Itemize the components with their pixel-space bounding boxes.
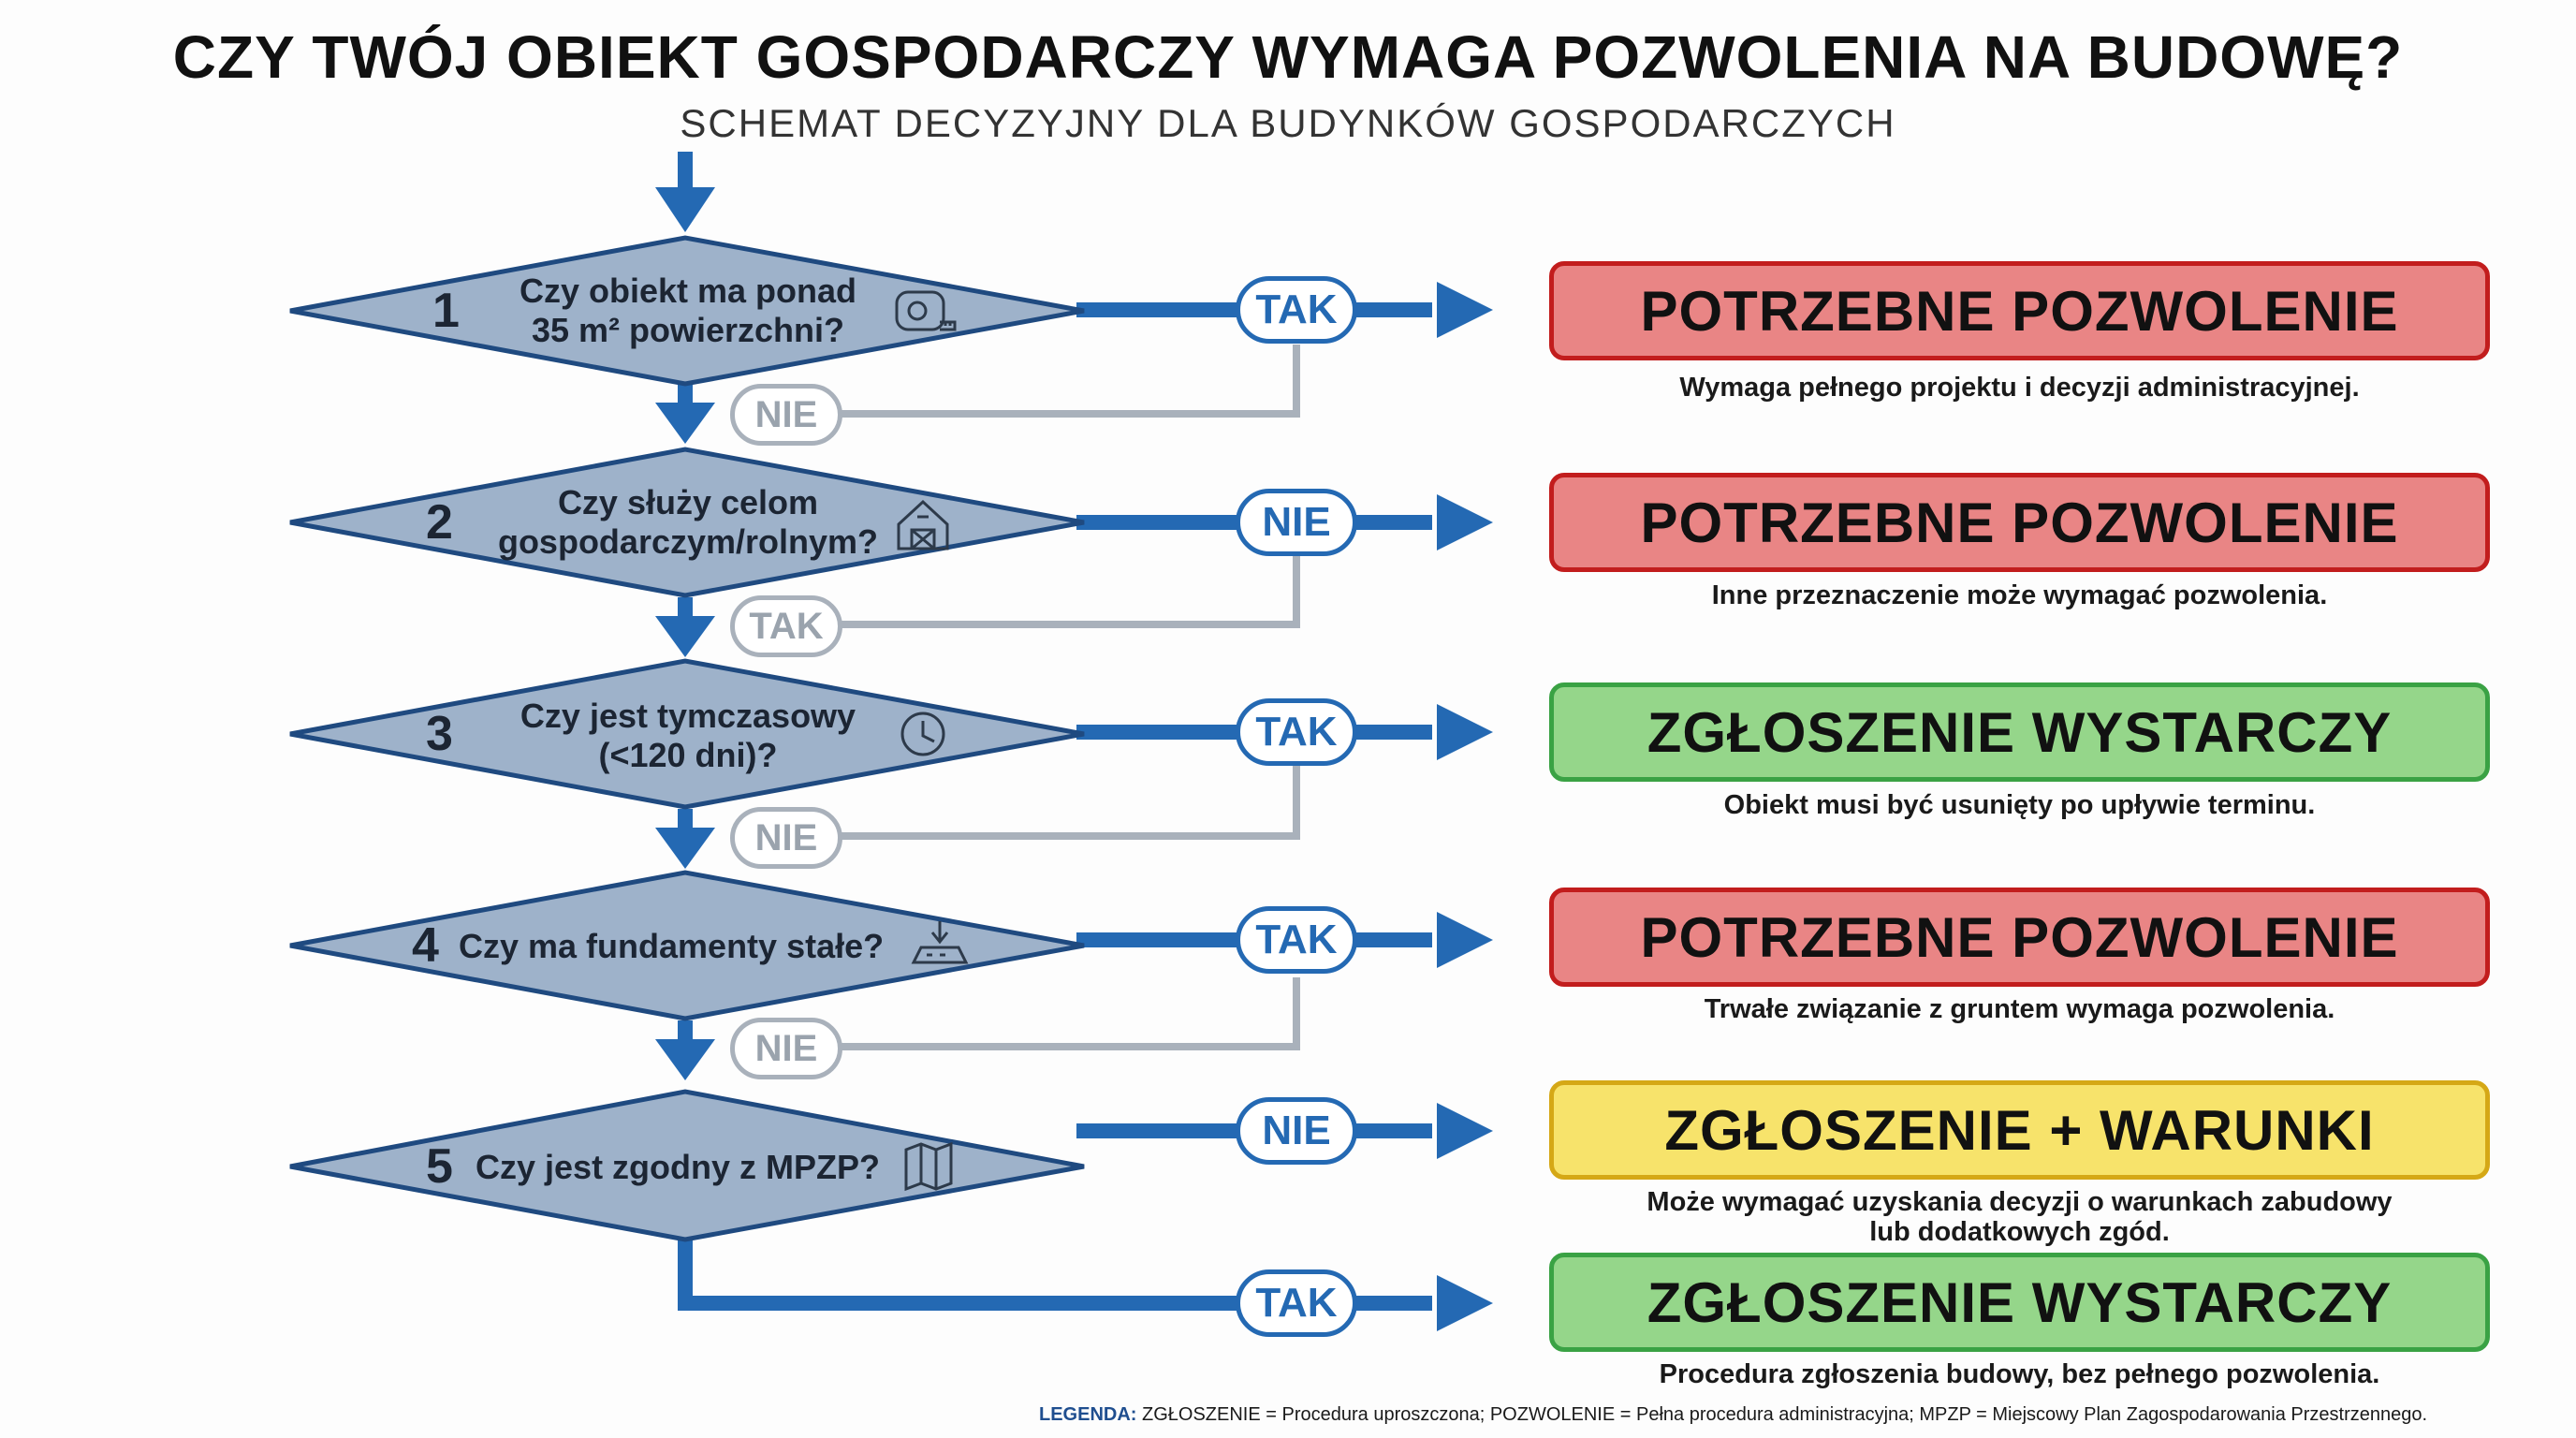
diamond-4 — [289, 870, 1085, 1021]
continue-label-2: TAK — [730, 595, 842, 657]
continue-label-1: NIE — [730, 384, 842, 446]
result-box-1: POTRZEBNE POZWOLENIE — [1549, 261, 2490, 360]
question-2-text: Czy służy celom gospodarczym/rolnym? — [477, 483, 899, 562]
result-desc-1: Wymaga pełnego projektu i decyzji admini… — [1679, 373, 2360, 403]
question-3-number: 3 — [426, 707, 453, 761]
tape-measure-icon — [895, 290, 957, 331]
result-desc-3: Obiekt musi być usunięty po upływie term… — [1723, 790, 2316, 820]
page-subtitle: SCHEMAT DECYZYJNY DLA BUDYNKÓW GOSPODARC… — [680, 101, 1896, 145]
decision-diamonds — [289, 235, 1085, 1242]
map-icon — [904, 1141, 953, 1192]
result-desc-2: Inne przeznaczenie może wymagać pozwolen… — [1711, 580, 2328, 610]
result-desc-5-line-2: lub dodatkowych zgód. — [1869, 1217, 2170, 1247]
barn-icon — [897, 499, 949, 550]
result-desc-5: Może wymagać uzyskania decyzji o warunka… — [1549, 1187, 2490, 1247]
diamond-5 — [289, 1089, 1085, 1242]
question-3-line-1: Czy jest tymczasowy — [520, 697, 856, 735]
legend-label: LEGENDA: — [1039, 1404, 1137, 1425]
branch-label-1: TAK — [1236, 276, 1357, 344]
question-5-text: Czy jest zgodny z MPZP? — [476, 1148, 881, 1186]
question-1-number: 1 — [432, 284, 460, 338]
foundation-icon — [911, 921, 969, 964]
continue-label-3: NIE — [730, 807, 842, 869]
question-2-number: 2 — [426, 495, 453, 550]
branch-label-3: TAK — [1236, 698, 1357, 766]
result-box-5: ZGŁOSZENIE + WARUNKI — [1549, 1080, 2490, 1180]
clock-icon — [900, 712, 945, 756]
grey-connectors — [819, 345, 1300, 1050]
diamond-3 — [289, 658, 1085, 810]
question-5-number: 5 — [426, 1139, 453, 1194]
result-desc-6: Procedura zgłoszenia budowy, bez pełnego… — [1659, 1359, 2380, 1389]
page-title: CZY TWÓJ OBIEKT GOSPODARCZY WYMAGA POZWO… — [172, 23, 2404, 91]
result-desc-5-line-1: Może wymagać uzyskania decyzji o warunka… — [1647, 1187, 2393, 1217]
diamond-1 — [289, 235, 1085, 387]
question-3-line-2: (<120 dni)? — [598, 736, 778, 774]
branch-label-2: NIE — [1236, 489, 1357, 556]
continue-label-4: NIE — [730, 1018, 842, 1079]
result-box-6: ZGŁOSZENIE WYSTARCZY — [1549, 1253, 2490, 1352]
question-1-text: Czy obiekt ma ponad 35 m² powierzchni? — [487, 271, 889, 350]
question-4-text: Czy ma fundamenty stałe? — [459, 927, 885, 965]
question-4-number: 4 — [412, 918, 439, 973]
question-3-text: Czy jest tymczasowy (<120 dni)? — [487, 697, 889, 775]
question-1-line-1: Czy obiekt ma ponad — [519, 271, 857, 310]
result-box-2: POTRZEBNE POZWOLENIE — [1549, 473, 2490, 572]
question-2-line-2: gospodarczym/rolnym? — [497, 522, 879, 561]
legend-text: ZGŁOSZENIE = Procedura uproszczona; POZW… — [1142, 1404, 2428, 1425]
branch-label-4: TAK — [1236, 906, 1357, 974]
question-2-line-1: Czy służy celom — [557, 483, 819, 521]
result-desc-4: Trwałe związanie z gruntem wymaga pozwol… — [1704, 994, 2335, 1024]
legend: LEGENDA: ZGŁOSZENIE = Procedura uproszcz… — [1039, 1404, 2499, 1426]
main-flow-arrows — [655, 384, 715, 1080]
diamond-2 — [289, 447, 1085, 598]
question-1-line-2: 35 m² powierzchni? — [531, 311, 845, 349]
entry-arrow — [655, 152, 715, 232]
branch-label-final: TAK — [1236, 1269, 1357, 1337]
branch-label-5: NIE — [1236, 1097, 1357, 1165]
result-box-3: ZGŁOSZENIE WYSTARCZY — [1549, 682, 2490, 782]
result-box-4: POTRZEBNE POZWOLENIE — [1549, 888, 2490, 987]
